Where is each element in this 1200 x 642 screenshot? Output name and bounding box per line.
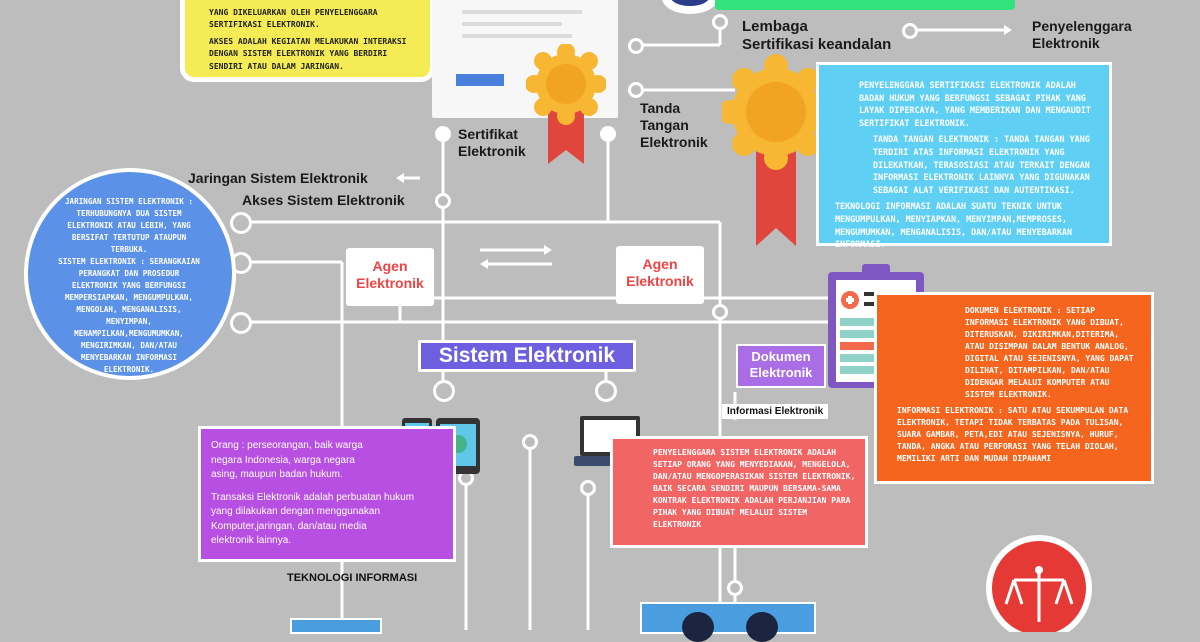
bottom-panel-left [290,618,382,634]
orange-text-1: DOKUMEN ELEKTRONIK : SETIAP INFORMASI EL… [965,306,1134,399]
informasi-elektronik-tag: Informasi Elektronik [722,404,829,419]
logo-icon [662,0,718,14]
connector-node [727,580,743,596]
cyan-text-3: TEKNOLOGI INFORMASI ADALAH SUATU TEKNIK … [835,201,1072,250]
orange-info-box: DOKUMEN ELEKTRONIK : SETIAP INFORMASI EL… [874,292,1154,484]
circle-text-2: SISTEM ELEKTRONIK : SERANGKAIAN PERANGKA… [58,256,200,374]
sistem-elektronik-title: Sistem Elektronik [418,340,636,372]
connector-node [435,193,451,209]
circle-text-1: JARINGAN SISTEM ELEKTRONIK : TERHUBUNGNY… [64,197,193,254]
award-medal-icon [722,54,830,246]
connector-node [595,380,617,402]
justice-scale-icon [986,535,1092,632]
tanda-tangan-label: Tanda Tangan Elektronik [640,100,708,150]
people-panel [640,602,816,642]
medal-icon [526,44,606,164]
agen-elektronik-left: Agen Elektronik [346,248,434,306]
lembaga-label: Lembaga Sertifikasi keandalan [742,18,892,53]
network-info-circle: JARINGAN SISTEM ELEKTRONIK : TERHUBUNGNY… [24,168,236,380]
purple-text-2: Transaksi Elektronik adalah perbuatan hu… [211,491,415,547]
connector-node [712,304,728,320]
yellow-text-1: YANG DIKELUARKAN OLEH PENYELENGGARA SERT… [209,8,378,30]
connector-node [230,212,252,234]
connector-node [435,126,451,142]
green-banner [715,0,1015,10]
orange-text-2: INFORMASI ELEKTRONIK : SATU ATAU SEKUMPU… [897,406,1129,463]
red-text-2: KONTRAK ELEKTRONIK ADALAH PERJANJIAN PAR… [653,496,851,529]
red-text-1: PENYELENGGARA SISTEM ELEKTRONIK ADALAH S… [653,448,856,493]
connector-node [580,480,596,496]
cyan-text-1: PENYELENGGARA SERTIFIKASI ELEKTRONIK ADA… [859,80,1091,128]
connector-node [230,312,252,334]
yellow-info-box: YANG DIKELUARKAN OLEH PENYELENGGARA SERT… [180,0,435,82]
agen-elektronik-right: Agen Elektronik [616,246,704,304]
teknologi-informasi-tag: TEKNOLOGI INFORMASI [287,572,418,584]
jaringan-label: Jaringan Sistem Elektronik [188,170,368,186]
connector-node [600,126,616,142]
yellow-text-2: AKSES ADALAH KEGIATAN MELAKUKAN INTERAKS… [209,36,407,71]
connector-node [628,38,644,54]
connector-node [712,14,728,30]
connector-node [628,82,644,98]
cyan-text-2: TANDA TANGAN ELEKTRONIK : TANDA TANGAN Y… [873,134,1090,195]
connector-node [902,23,918,39]
sertifikat-label: Sertifikat Elektronik [458,126,526,159]
akses-label: Akses Sistem Elektronik [242,192,405,208]
red-info-box: PENYELENGGARA SISTEM ELEKTRONIK ADALAH S… [610,436,868,548]
dokumen-elektronik-label: Dokumen Elektronik [736,344,826,388]
cyan-info-box: PENYELENGGARA SERTIFIKASI ELEKTRONIK ADA… [816,62,1112,249]
connector-node [433,380,455,402]
purple-info-box: Orang : perseorangan, baik warga negara … [198,426,456,562]
connector-node [522,434,538,450]
penyelenggara-label: Penyelenggara Elektronik [1032,18,1132,51]
purple-text-1: Orang : perseorangan, baik warga negara … [211,440,363,480]
